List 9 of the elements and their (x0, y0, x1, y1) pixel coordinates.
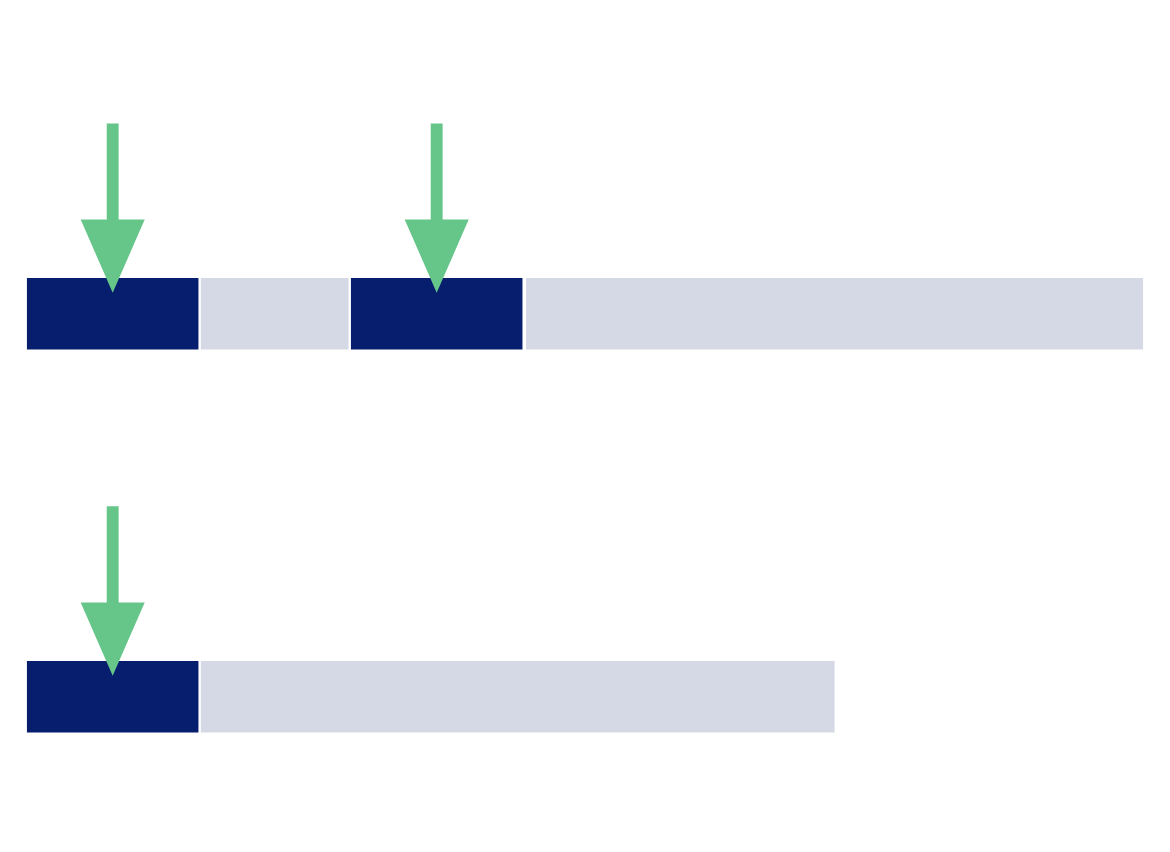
node-bar (350, 277, 523, 349)
node-bar (200, 277, 349, 349)
node-bar (200, 660, 835, 732)
arrow (80, 505, 145, 675)
arrow (80, 122, 145, 292)
arrow (404, 122, 469, 292)
node-bar (26, 660, 199, 732)
node-bar (26, 277, 199, 349)
node-bar (526, 277, 1144, 349)
